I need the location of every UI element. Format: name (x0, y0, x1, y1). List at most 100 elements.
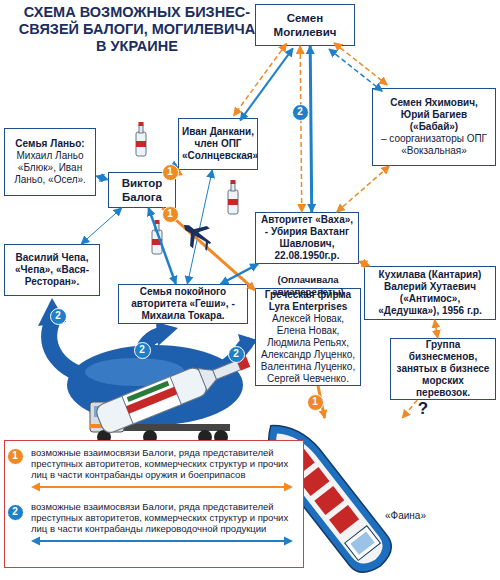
callout-number: 2 (292, 104, 309, 121)
ship-hull (252, 411, 399, 580)
bottle-label (228, 199, 238, 205)
bottle-cap (231, 180, 236, 184)
callout-number: 2 (134, 342, 151, 359)
node-text: – соорганизаторы ОПГ «Вокзальная» (376, 133, 492, 157)
bottle-cap (139, 122, 144, 126)
node-text: Семен Яхимович, Юрий Багиев («Бабай») (376, 97, 492, 133)
connector (337, 166, 390, 212)
small-bottle (136, 122, 146, 156)
connector (334, 43, 387, 85)
legend-arrowhead (31, 483, 40, 492)
small-bottle (152, 220, 162, 254)
connector (174, 172, 180, 176)
connector (221, 264, 259, 284)
node-text: Алексей Новак, Елена Новак, Людмила Репь… (259, 313, 357, 385)
bottle-neck (231, 183, 235, 191)
callout-number: 2 (50, 308, 67, 325)
group-box: Группа бизнесменов, занятых в бизнесе мо… (390, 338, 496, 400)
connector (234, 44, 287, 116)
ship-hatch (300, 467, 330, 496)
legend-line-sample (31, 536, 293, 546)
node-text: Семья Ланьо: (8, 138, 92, 150)
callout-number: 2 (7, 504, 24, 521)
bottle-neck (213, 360, 241, 379)
bottle-body (228, 190, 238, 214)
legend-line-sample (31, 482, 293, 492)
company-box: (Оплачивала авиаперелеты)Греческая фирма… (255, 288, 361, 386)
connector (162, 208, 255, 290)
connector (170, 165, 176, 169)
connector (318, 386, 325, 418)
truck-wheel (143, 430, 157, 444)
callout-number: 2 (228, 346, 245, 363)
bottle-cap (155, 220, 160, 224)
bottle-body (94, 365, 209, 435)
node-text: Группа бизнесменов, занятых в бизнесе мо… (394, 339, 492, 399)
node-text: Семья покойного авторитета «Геши», - Мих… (122, 286, 244, 322)
bottle-body (136, 132, 146, 156)
connector (148, 208, 175, 284)
ship-node: «Фаина» (245, 418, 435, 568)
family-box: Семья покойного авторитета «Геши», - Мих… (118, 284, 248, 324)
bottle-cap (237, 356, 251, 371)
edge-label: ? (418, 400, 428, 418)
ship-superstructure (345, 526, 381, 561)
bottle-label (136, 141, 146, 147)
legend-text: возможные взаимосвязи Балоги, ряда предс… (31, 501, 297, 534)
connector (402, 400, 417, 418)
airplane (176, 214, 219, 256)
tentacle-tip (38, 298, 66, 326)
ship-hatch (314, 486, 344, 515)
person-box: Иван Данкани, член ОПГ «Солнцевская» (178, 118, 258, 170)
vodka-bottle (94, 347, 254, 435)
callout-number: 1 (162, 206, 179, 223)
person-box: Василий Чепа, «Чепа», «Вася- Ресторан». (4, 244, 100, 296)
ship-bridge (350, 531, 374, 554)
family-box: Семья Ланьо:Михаил Ланьо «Блюк», Иван Ла… (4, 128, 96, 196)
airplane-tail (201, 241, 211, 251)
connector (81, 208, 122, 244)
tentacle-tip (156, 322, 178, 346)
airplane-body (182, 222, 211, 248)
connector (240, 48, 293, 120)
connector (435, 320, 438, 338)
person-box: Семен Могилевич (255, 4, 355, 46)
node-text: Василий Чепа, «Чепа», «Вася- Ресторан». (8, 252, 96, 288)
person-box: Виктор Балога (108, 172, 176, 208)
truck-wheel (198, 430, 212, 444)
connector (359, 261, 370, 266)
node-text: Авторитет «Ваха», - Убирия Вахтанг Шавло… (259, 214, 355, 262)
callout-number: 1 (7, 448, 24, 465)
node-text: Михаил Ланьо «Блюк», Иван Ланьо, «Осел». (8, 150, 92, 186)
connectors (81, 43, 437, 418)
bottle-body (152, 230, 162, 254)
connector (300, 46, 302, 212)
person-box: Авторитет «Ваха», - Убирия Вахтанг Шавло… (255, 212, 359, 264)
truck-chassis (118, 424, 230, 431)
legend-box: возможные взаимосвязи Балоги, ряда предс… (4, 440, 304, 568)
node-text: Иван Данкани, член ОПГ «Солнцевская» (182, 126, 254, 162)
legend-arrowhead (31, 537, 40, 546)
legend-line (39, 540, 285, 542)
small-bottle (228, 180, 238, 214)
connector (329, 49, 382, 91)
diagram-title: СХЕМА ВОЗМОЖНЫХ БИЗНЕС-СВЯЗЕЙ БАЛОГИ, МО… (18, 4, 256, 55)
ship-hatch (285, 448, 315, 477)
legend-row: возможные взаимосвязи Балоги, ряда предс… (31, 447, 297, 492)
ship-deck (264, 423, 389, 570)
bottle-neck (155, 223, 159, 231)
airplane-wing (194, 221, 210, 237)
node-text: Виктор Балога (112, 176, 172, 204)
airplane-wing (184, 232, 200, 248)
bottle-label (152, 239, 162, 245)
legend-text: возможные взаимосвязи Балоги, ряда предс… (31, 447, 297, 480)
bottle-label (122, 377, 181, 424)
callout-number: 1 (307, 394, 324, 411)
node-text: Семен Могилевич (259, 11, 351, 39)
node-text: «Фаина» (385, 510, 426, 522)
connector (310, 46, 312, 212)
group-box: Семен Яхимович, Юрий Багиев («Бабай»)– с… (372, 88, 496, 166)
truck-wheel (214, 430, 228, 444)
